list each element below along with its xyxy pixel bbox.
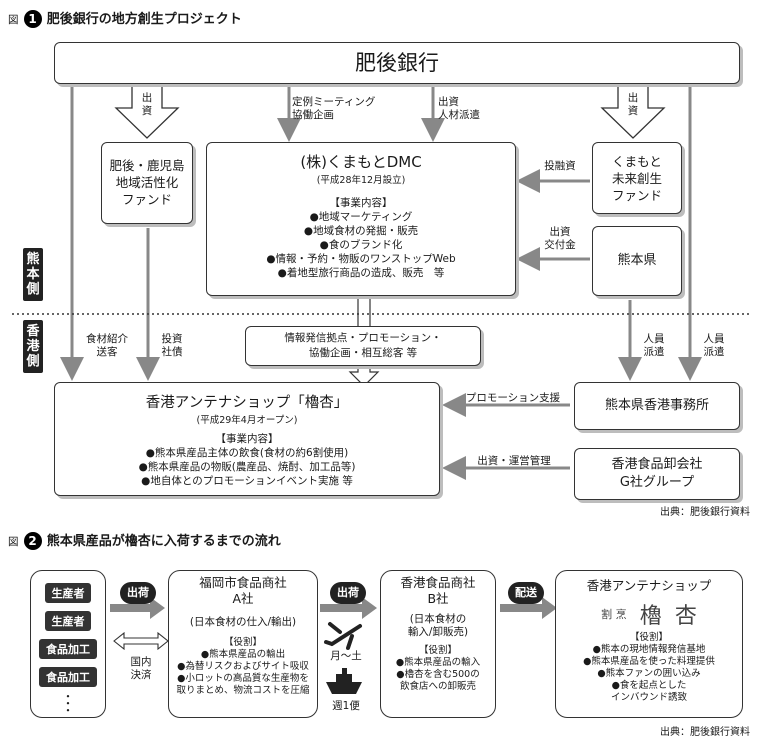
shop-name: 香港アンテナショップ「櫓杏」 xyxy=(145,395,349,411)
fig2-prefix: 図 xyxy=(8,536,19,548)
food-intro-label: 食材紹介送客 xyxy=(86,333,128,358)
dmc-item: ●地域マーケティング xyxy=(309,211,413,223)
promo-label: プロモーション支援 xyxy=(465,392,561,404)
suppliers-box: 生産者 生産者 食品加工 食品加工 ・ ・ ・ xyxy=(30,570,106,718)
fig1-source: 出典：肥後銀行資料 xyxy=(660,507,750,518)
fund-right-box: くまもと 未来創生 ファンド xyxy=(592,142,682,214)
info-hub-box: 情報発信拠点・プロモーション・ 協働企画・相互総客 等 xyxy=(245,326,481,366)
shop-item: ●地自体とのプロモーションイベント実施 等 xyxy=(141,475,353,487)
fukuoka-name: 福岡市食品商社 A社 xyxy=(199,575,287,606)
prefecture-box: 熊本県 xyxy=(592,226,682,296)
dmc-biz-title: 【事業内容】 xyxy=(329,197,393,209)
ops-label: 出資・運営管理 xyxy=(477,455,551,467)
meeting-label: 定例ミーティング協働企画 xyxy=(292,96,376,121)
shop-biz-title: 【事業内容】 xyxy=(215,433,279,445)
side-label-hongkong: 香港側 xyxy=(23,320,43,373)
fig2-heading: 図 2 熊本県産品が櫓杏に入荷するまでの流れ xyxy=(8,530,281,550)
antenna-shop-flow-box: 香港アンテナショップ 割 烹 櫓 杏 【役割】 ●熊本の現地情報発信基地 ●熊本… xyxy=(555,570,743,718)
bank-name: 肥後銀行 xyxy=(355,51,439,75)
invest-label-left: 出資 xyxy=(141,92,153,117)
ship-icon xyxy=(340,668,341,669)
ship-badge: 出荷 xyxy=(120,582,156,604)
finance-label: 投融資 xyxy=(544,160,576,172)
bank-box: 肥後銀行 xyxy=(54,42,740,84)
dmc-name: (株)くまもとDMC xyxy=(300,153,422,171)
staff-label: 出資人材派遣 xyxy=(438,96,480,121)
shop-opened: (平成29年4月オープン) xyxy=(196,415,298,426)
dmc-item: ●食のブランド化 xyxy=(319,239,403,251)
bond-label: 投資社債 xyxy=(161,333,183,358)
hkco-role: 【役割】 ●熊本県産品の輸入 ●櫓杏を含む500の 飲食店への卸販売 xyxy=(395,645,481,692)
fig1-prefix: 図 xyxy=(8,14,19,26)
dmc-box: (株)くまもとDMC (平成28年12月設立) 【事業内容】 ●地域マーケティン… xyxy=(206,142,516,296)
fig1-title: 肥後銀行の地方創生プロジェクト xyxy=(46,12,242,27)
fig2-title: 熊本県産品が櫓杏に入荷するまでの流れ xyxy=(46,534,281,549)
grant-label: 出資交付金 xyxy=(544,226,576,251)
hk-trader-box: 香港食品商社 B社 (日本食材の 輸入/卸販売) 【役割】 ●熊本県産品の輸入 … xyxy=(380,570,496,718)
domestic-settlement-label: 国内決済 xyxy=(130,656,152,681)
antenna-role: 【役割】 ●熊本の現地情報発信基地 ●熊本県産品を使った料理提供 ●熊本ファンの… xyxy=(583,632,715,703)
fukuoka-role: 【役割】 ●熊本県産品の輸出 ●為替リスクおよびサイト吸収 ●小ロットの高品質な… xyxy=(176,637,310,696)
shop-item: ●熊本県産品の物販(農産品、焼酎、加工品等) xyxy=(138,461,356,473)
antenna-shop-box: 香港アンテナショップ「櫓杏」 (平成29年4月オープン) 【事業内容】 ●熊本県… xyxy=(54,382,440,496)
delivery-badge: 配送 xyxy=(508,582,544,604)
fig1-heading: 図 1 肥後銀行の地方創生プロジェクト xyxy=(8,8,242,28)
fig2-source: 出典：肥後銀行資料 xyxy=(660,727,750,738)
export-badge: 出荷 xyxy=(330,582,366,604)
dmc-item: ●着地型旅行商品の造成、販売 等 xyxy=(277,267,445,279)
hkco-desc: (日本食材の 輸入/卸販売) xyxy=(407,613,469,638)
antenna-name: 香港アンテナショップ xyxy=(586,578,712,593)
supplier-tag: 生産者 xyxy=(45,611,91,631)
supplier-tag: 食品加工 xyxy=(39,639,97,659)
dmc-established: (平成28年12月設立) xyxy=(316,175,406,186)
fund-left-box: 肥後・鹿児島 地域活性化 ファンド xyxy=(101,142,193,224)
wholesaler-box: 香港食品卸会社 G社グループ xyxy=(574,448,740,500)
shop-logo: 割 烹 櫓 杏 xyxy=(601,604,697,629)
hk-office-box: 熊本県香港事務所 xyxy=(574,382,740,430)
fig1-number: 1 xyxy=(23,9,42,28)
dispatch-label-2: 人員派遣 xyxy=(703,333,725,358)
fukuoka-desc: (日本食材の仕入/輸出) xyxy=(189,616,297,628)
dmc-item: ●地域食材の発掘・販売 xyxy=(303,225,419,237)
sea-frequency: 週1便 xyxy=(332,700,360,712)
air-frequency: 月〜土 xyxy=(330,650,362,662)
dmc-item: ●情報・予約・物販のワンストップWeb xyxy=(266,253,456,265)
supplier-ellipsis: ・ ・ ・ xyxy=(62,690,74,717)
supplier-tag: 食品加工 xyxy=(39,667,97,687)
fig2-number: 2 xyxy=(23,531,42,550)
supplier-tag: 生産者 xyxy=(45,583,91,603)
hkco-name: 香港食品商社 B社 xyxy=(400,575,476,606)
airplane-icon xyxy=(340,622,341,623)
dispatch-label-1: 人員派遣 xyxy=(643,333,665,358)
shop-item: ●熊本県産品主体の飲食(食材の約6割使用) xyxy=(145,447,349,459)
fukuoka-trader-box: 福岡市食品商社 A社 (日本食材の仕入/輸出) 【役割】 ●熊本県産品の輸出 ●… xyxy=(168,570,318,718)
side-label-kumamoto: 熊本側 xyxy=(23,248,43,301)
invest-label-right: 出資 xyxy=(627,92,639,117)
